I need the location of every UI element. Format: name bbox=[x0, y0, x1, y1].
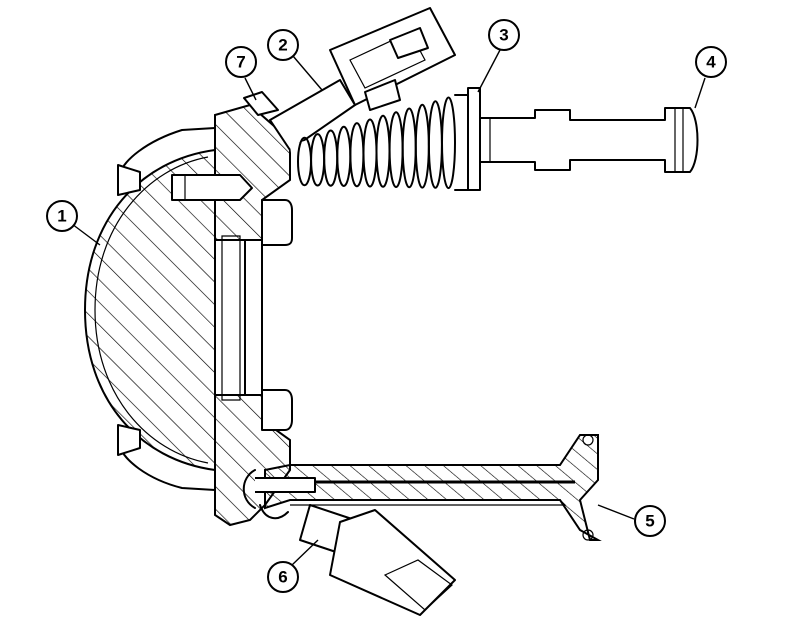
locating-pin bbox=[171, 91, 279, 201]
callout-4-leader bbox=[694, 77, 706, 109]
spring-coil bbox=[441, 96, 456, 190]
plunger-handle bbox=[479, 107, 699, 173]
callout-7-leader bbox=[244, 77, 257, 101]
callout-5-circle bbox=[634, 505, 666, 537]
callout-6-circle bbox=[267, 561, 299, 593]
callout-4-circle bbox=[695, 46, 727, 78]
callout-1-label: 1 bbox=[57, 207, 66, 226]
callout-2-leader bbox=[292, 55, 323, 91]
angled-socket bbox=[269, 7, 456, 151]
coil-spring bbox=[290, 94, 471, 195]
callout-2-circle bbox=[267, 29, 299, 61]
callouts: 1 2 3 4 5 6 7 bbox=[46, 19, 727, 593]
main-housing bbox=[214, 103, 293, 527]
callout-6-leader bbox=[291, 539, 319, 566]
callout-7-circle bbox=[225, 46, 257, 78]
callout-6-label: 6 bbox=[278, 568, 287, 587]
callout-1-circle bbox=[46, 200, 78, 232]
callout-3-leader bbox=[477, 49, 501, 93]
callout-4-label: 4 bbox=[706, 53, 716, 72]
callout-1-leader bbox=[71, 223, 101, 246]
lower-bracket bbox=[242, 434, 602, 541]
cable-connector bbox=[259, 504, 456, 616]
callout-2-label: 2 bbox=[278, 36, 287, 55]
callout-7-label: 7 bbox=[236, 53, 245, 72]
callout-3-label: 3 bbox=[499, 26, 508, 45]
callout-5-leader bbox=[597, 504, 635, 520]
flange-plate bbox=[467, 87, 481, 191]
callout-5-label: 5 bbox=[645, 512, 654, 531]
callout-3-circle bbox=[488, 19, 520, 51]
